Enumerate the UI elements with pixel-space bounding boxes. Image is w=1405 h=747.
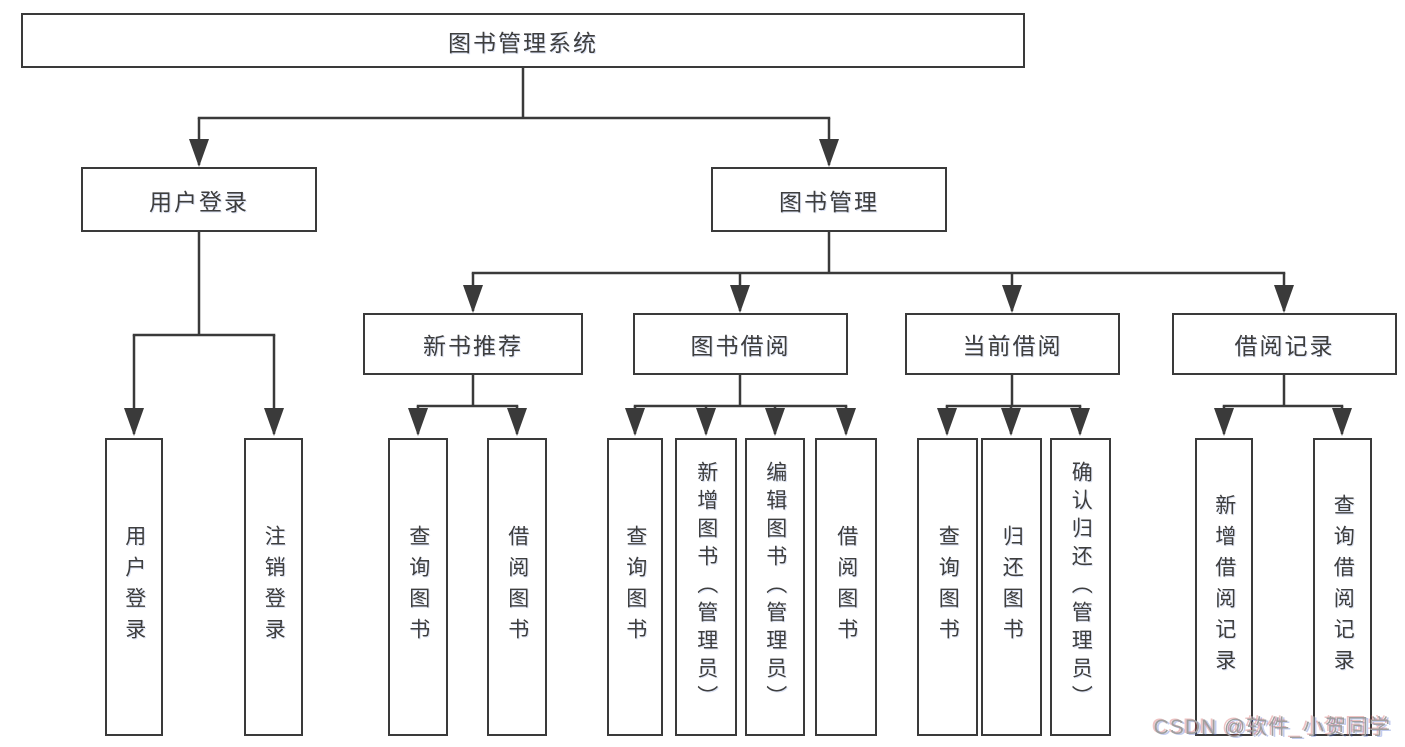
node-borrowing-records: 借阅记录 bbox=[1172, 313, 1397, 375]
node-new-book-recommendation: 新书推荐 bbox=[363, 313, 583, 375]
leaf-label: 用户登录 bbox=[122, 525, 146, 649]
node-label: 图书管理 bbox=[779, 188, 879, 215]
leaf-return-books: 归还图书 bbox=[981, 438, 1042, 736]
leaf-query-books-current: 查询图书 bbox=[917, 438, 978, 736]
leaf-label: 编辑图书（管理员） bbox=[763, 461, 787, 713]
node-book-borrowing: 图书借阅 bbox=[633, 313, 848, 375]
leaf-add-borrow-record: 新增借阅记录 bbox=[1195, 438, 1253, 736]
node-current-borrowing: 当前借阅 bbox=[905, 313, 1120, 375]
node-label: 借阅记录 bbox=[1234, 333, 1335, 359]
leaf-borrow-books-borrowing: 借阅图书 bbox=[815, 438, 877, 736]
leaf-query-books-recommend: 查询图书 bbox=[388, 438, 448, 736]
leaf-label: 新增借阅记录 bbox=[1212, 494, 1236, 680]
leaf-label: 注销登录 bbox=[262, 525, 286, 649]
node-label: 当前借阅 bbox=[962, 333, 1063, 359]
csdn-watermark: CSDN @软件_小贺同学 bbox=[1153, 716, 1391, 739]
node-label: 图书管理系统 bbox=[448, 29, 598, 56]
leaf-label: 借阅图书 bbox=[505, 525, 529, 649]
leaf-label: 归还图书 bbox=[1000, 525, 1024, 649]
node-label: 用户登录 bbox=[149, 188, 249, 215]
leaf-query-borrow-record: 查询借阅记录 bbox=[1313, 438, 1372, 736]
node-label: 图书借阅 bbox=[690, 333, 791, 359]
leaf-confirm-return-admin: 确认归还（管理员） bbox=[1050, 438, 1111, 736]
leaf-logout: 注销登录 bbox=[244, 438, 303, 736]
leaf-add-book-admin: 新增图书（管理员） bbox=[675, 438, 737, 736]
leaf-label: 查询借阅记录 bbox=[1331, 494, 1355, 680]
leaf-label: 查询图书 bbox=[936, 525, 960, 649]
node-user-login: 用户登录 bbox=[81, 167, 317, 232]
leaf-edit-book-admin: 编辑图书（管理员） bbox=[745, 438, 805, 736]
leaf-label: 借阅图书 bbox=[834, 525, 858, 649]
node-label: 新书推荐 bbox=[423, 333, 523, 359]
leaf-label: 确认归还（管理员） bbox=[1069, 461, 1093, 713]
leaf-query-books-borrowing: 查询图书 bbox=[607, 438, 663, 736]
leaf-label: 查询图书 bbox=[406, 525, 430, 649]
leaf-borrow-books-recommend: 借阅图书 bbox=[487, 438, 547, 736]
leaf-user-login: 用户登录 bbox=[105, 438, 163, 736]
node-book-management: 图书管理 bbox=[711, 167, 947, 232]
leaf-label: 新增图书（管理员） bbox=[694, 461, 718, 713]
leaf-label: 查询图书 bbox=[623, 525, 647, 649]
node-library-management-system: 图书管理系统 bbox=[21, 13, 1025, 68]
